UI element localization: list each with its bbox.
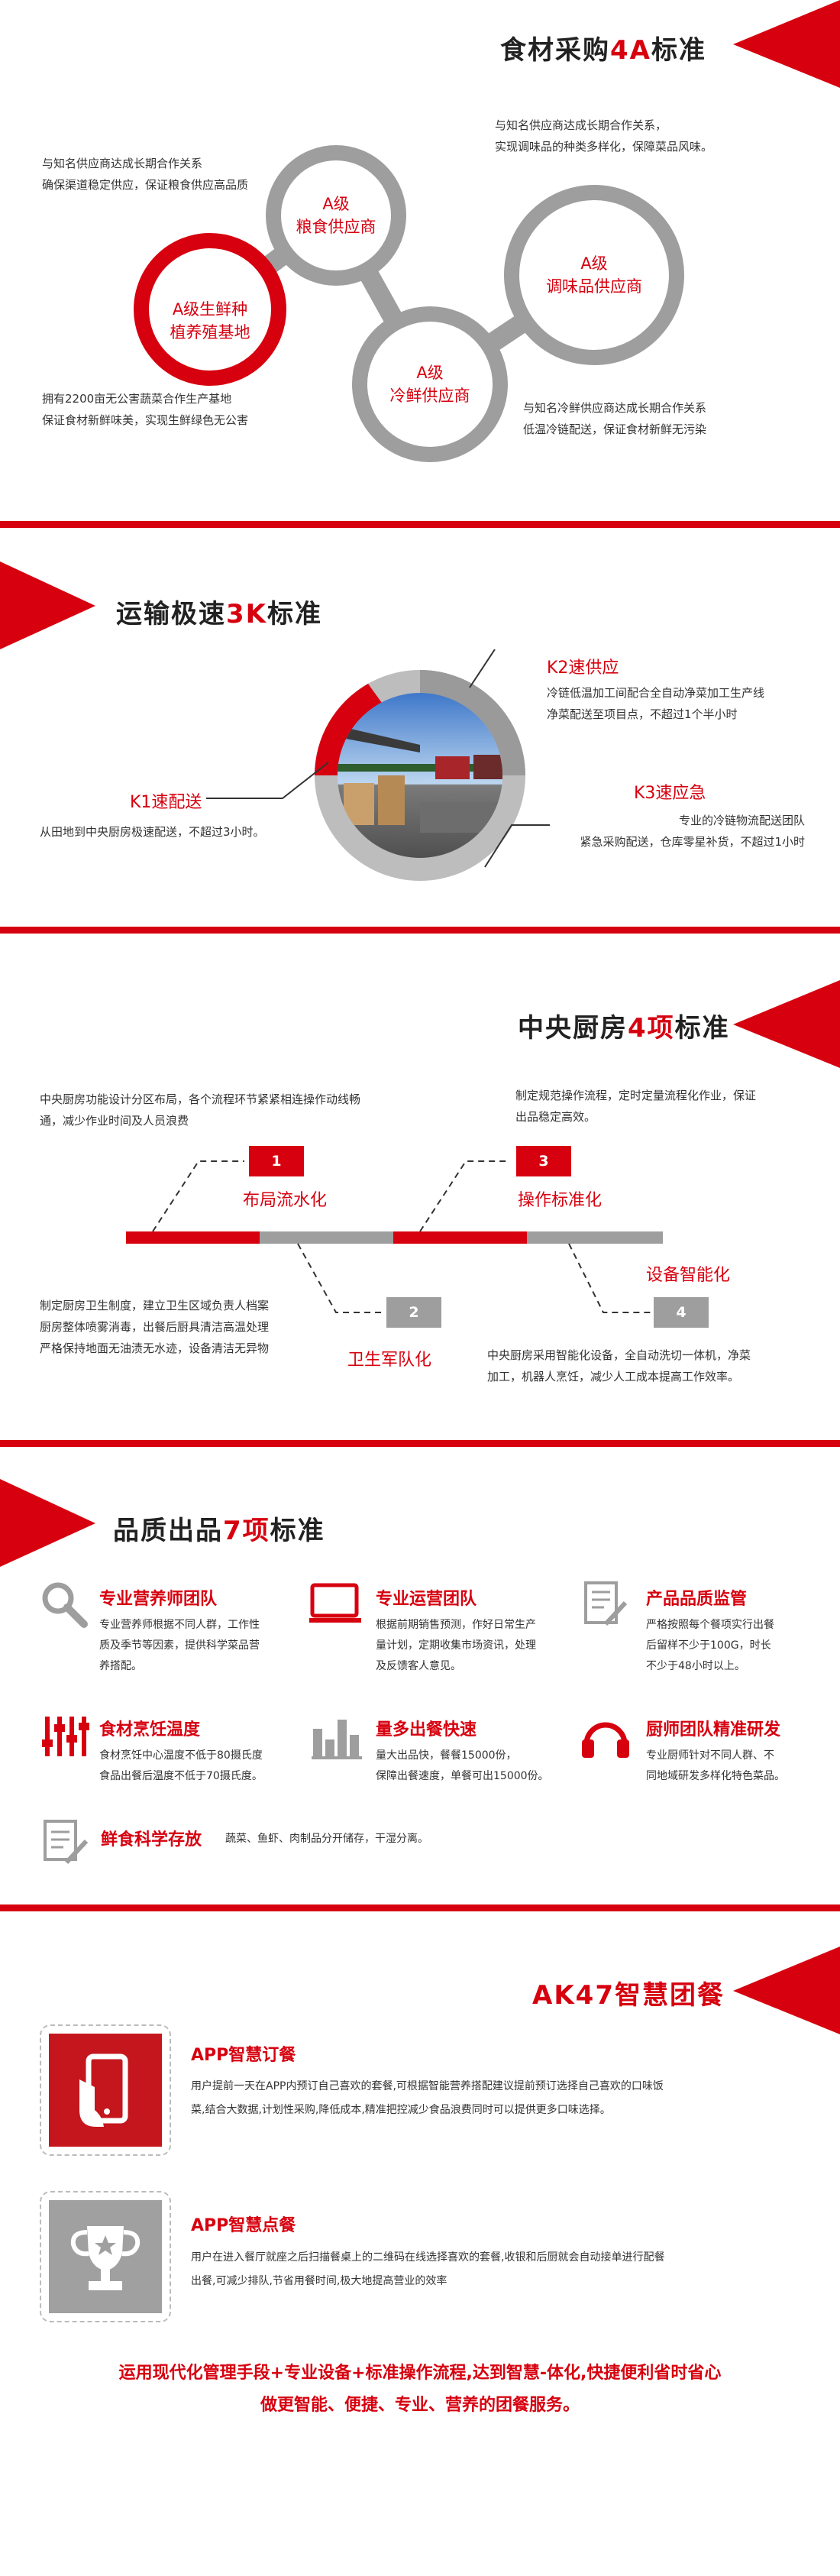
app-2-title: APP智慧点餐 <box>191 2216 296 2235</box>
desc-a4: 与知名供应商达成长期合作关系， 实现调味品的种类多样化，保障菜品风味。 <box>495 118 713 154</box>
feature-1-title: 专业营养师团队 <box>99 1590 218 1609</box>
app-2-desc: 用户在进入餐厅就座之后扫描餐桌上的二维码在线选择喜欢的套餐,收银和后厨就会自动接… <box>191 2251 665 2287</box>
app-order-icon-box <box>40 2024 171 2156</box>
divider-3 <box>0 1440 840 1447</box>
feature-3-desc: 严格按照每个餐项实行出餐 后留样不少于100G，时长 不少于48小时以上。 <box>646 1619 774 1672</box>
feature-6-title: 厨师团队精准研发 <box>646 1720 781 1739</box>
feature-2-title: 专业运营团队 <box>376 1590 477 1609</box>
corner-triangle-2 <box>0 561 95 649</box>
app-1-desc: 用户提前一天在APP内预订自己喜欢的套餐,可根据智能营养搭配建议提前预订选择自己… <box>191 2080 664 2116</box>
trophy-icon <box>70 2226 141 2290</box>
item-4-number: 4 <box>654 1297 709 1328</box>
equalizer-icon <box>42 1717 89 1756</box>
notepad-pen-icon <box>44 1820 89 1865</box>
magnifier-icon <box>42 1582 88 1628</box>
title-highlight: 4A <box>610 35 651 66</box>
desc-a2: 与知名供应商达成长期合作关系 确保渠道稳定供应，保证粮食供应高品质 <box>42 157 249 192</box>
feature-4-desc: 食材烹饪中心温度不低于80摄氏度 食品出餐后温度不低于70摄氏度。 <box>99 1749 263 1782</box>
feature-6-desc: 专业厨师针对不同人群、不 同地域研发多样化特色菜品。 <box>646 1749 785 1782</box>
k1-desc: 从田地到中央厨房极速配送，不超过3小时。 <box>40 825 265 839</box>
feature-1-desc: 专业营养师根据不同人群，工作性 质及季节等因素，提供科学菜品营 养搭配。 <box>99 1619 260 1672</box>
circle-a3-label: A级 冷鲜供应商 <box>389 364 470 405</box>
transport-graphic <box>206 649 550 881</box>
item-2-number: 2 <box>386 1297 441 1328</box>
slogan: 运用现代化管理手段+专业设备+标准操作流程,达到智慧-体化,快捷便利省时省心 做… <box>118 2364 722 2415</box>
feature-5-desc: 量大出品快，餐餐15000份， 保障出餐速度，单餐可出15000份。 <box>376 1749 549 1782</box>
title-text: 食材采购 <box>500 35 610 66</box>
feature-2-desc: 根据前期销售预测，作好日常生产 量计划，定期收集市场资讯，处理 及反馈客人意见。 <box>376 1619 536 1672</box>
desc-a3: 与知名冷鲜供应商达成长期合作关系 低温冷链配送，保证食材新鲜无污染 <box>523 401 707 436</box>
app-order-bg <box>49 2034 162 2147</box>
divider-1 <box>0 521 840 528</box>
circle-a4-label: A级 调味品供应商 <box>546 254 642 296</box>
feature-7-desc: 蔬菜、鱼虾、肉制品分开储存，干湿分离。 <box>225 1833 428 1845</box>
section-1-title: 食材采购4A标准 <box>500 29 706 66</box>
item-1-desc: 中央厨房功能设计分区布局，各个流程环节紧紧相连操作动线畅 通，减少作业时间及人员… <box>40 1092 361 1128</box>
k3-desc: 专业的冷链物流配送团队 紧急采购配送，仓库零星补货，不超过1小时 <box>580 814 805 849</box>
circle-a2-label: A级 粮食供应商 <box>296 195 376 236</box>
circle-a1-label: A级生鲜种 植养殖基地 <box>170 300 250 341</box>
document-check-icon <box>584 1581 628 1626</box>
item-3-number: 3 <box>516 1146 571 1176</box>
monitor-icon <box>309 1583 361 1623</box>
item-4-title: 设备智能化 <box>646 1266 731 1285</box>
feature-7-title: 鲜食科学存放 <box>101 1830 202 1849</box>
circle-chain-graphic <box>134 145 684 462</box>
k3-title: K3速应急 <box>634 784 706 803</box>
item-1-number: 1 <box>249 1146 304 1176</box>
section-4-title: 品质出品7项标准 <box>113 1516 325 1546</box>
section-2-title: 运输极速3K标准 <box>116 599 323 629</box>
corner-triangle-1 <box>733 0 840 88</box>
item-3-desc: 制定规范操作流程，定时定量流程化作业，保证 出品稳定高效。 <box>515 1089 757 1124</box>
section-5-title: AK47智慧团餐 <box>532 1980 725 2011</box>
item-1-title: 布局流水化 <box>243 1191 328 1210</box>
divider-2 <box>0 927 840 934</box>
item-3-title: 操作标准化 <box>518 1191 603 1210</box>
process-line-graphic <box>126 1160 663 1313</box>
k2-title: K2速供应 <box>547 659 619 678</box>
item-2-title: 卫生军队化 <box>347 1351 432 1370</box>
title-text-end: 标准 <box>651 35 706 66</box>
headset-icon <box>582 1722 629 1758</box>
item-2-desc: 制定厨房卫生制度，建立卫生区域负责人档案 厨房整体喷雾消毒，出餐后厨具清洁高温处… <box>40 1299 270 1355</box>
feature-3-title: 产品品质监管 <box>646 1590 748 1609</box>
k1-title: K1速配送 <box>130 793 202 812</box>
desc-a1: 拥有2200亩无公害蔬菜合作生产基地 保证食材新鲜味美，实现生鲜绿色无公害 <box>42 392 249 427</box>
corner-triangle-4 <box>0 1479 95 1567</box>
k2-desc: 冷链低温加工间配合全自动净菜加工生产线 净菜配送至项目点，不超过1个半小时 <box>547 686 765 721</box>
app-dine-bg <box>49 2200 162 2313</box>
feature-5-title: 量多出餐快速 <box>376 1720 477 1739</box>
feature-4-title: 食材烹饪温度 <box>99 1720 201 1739</box>
bar-chart-icon <box>312 1720 362 1759</box>
app-1-title: APP智慧订餐 <box>191 2046 296 2065</box>
section-3-title: 中央厨房4项标准 <box>518 1013 730 1044</box>
divider-4 <box>0 1904 840 1911</box>
app-dine-icon-box <box>40 2191 171 2322</box>
phone-hand-icon <box>79 2053 128 2127</box>
item-4-desc: 中央厨房采用智能化设备，全自动洗切一体机，净菜 加工，机器人烹饪，减少人工成本提… <box>487 1348 751 1383</box>
corner-triangle-3 <box>733 980 840 1068</box>
corner-triangle-5 <box>733 1947 840 2034</box>
